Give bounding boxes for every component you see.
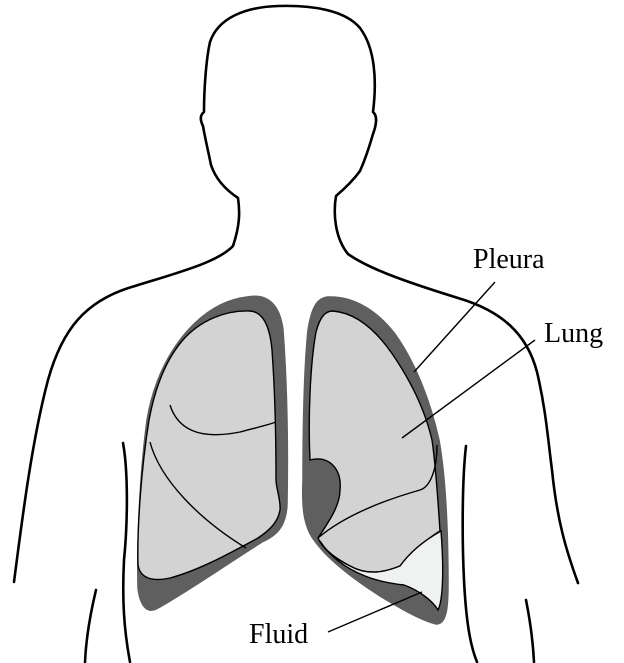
left-torso-side: [123, 443, 130, 662]
body-outline: [14, 6, 578, 662]
right-lower-arm-line: [526, 600, 534, 662]
head-and-shoulders-outline: [14, 6, 578, 583]
pleura-leader-line: [414, 282, 495, 372]
right-lung-tissue: [309, 311, 440, 572]
right-lung: [303, 297, 448, 624]
fluid-label: Fluid: [249, 619, 308, 650]
pleura-label: Pleura: [473, 244, 545, 275]
left-lung: [138, 296, 288, 610]
left-lower-arm-line: [85, 590, 96, 662]
lung-label: Lung: [544, 318, 603, 349]
right-torso-side: [463, 446, 477, 662]
